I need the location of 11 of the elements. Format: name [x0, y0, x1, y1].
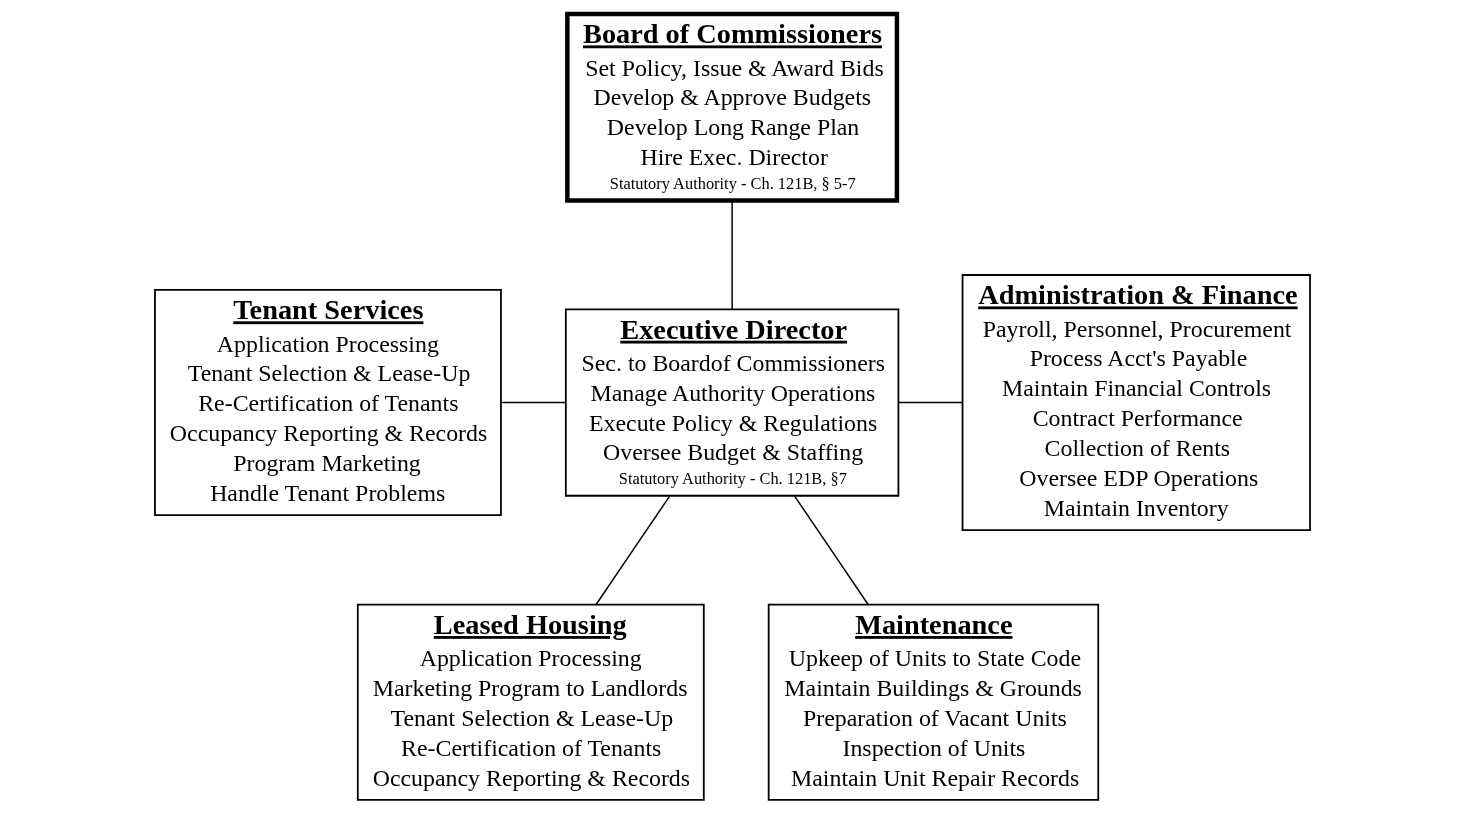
connector [595, 495, 671, 605]
connector [793, 495, 869, 605]
node-box: Board of Commissioners Set Policy, Issue & Award Bids Develop & Approve Budgets Develop Long Range Plan Hire Exec. Director Statutory Authority - Ch. 121B, § 5-7 [564, 11, 899, 203]
node-box: Tenant Services Application Processing Tenant Selection & Lease-Up Re-Certification of Tenants Occupancy Reporting & Records Program Marketing Handle Tenant Problems [153, 289, 502, 516]
node-box: Executive Director Sec. to Boardof Commissioners Manage Authority Operations Execute Policy & Regulations Oversee Budget & Staffing Statutory Authority - Ch. 121B, §7 [564, 308, 899, 497]
node-box: Maintenance Upkeep of Units to State Code Maintain Buildings & Grounds Preparation of Vacant Units Inspection of Units Maintain Unit Repair Records [767, 603, 1099, 801]
connector [897, 401, 963, 404]
connector [730, 200, 733, 310]
connector [500, 401, 566, 404]
node-box: Administration & Finance Payroll, Personnel, Procurement Process Acct's Payable Maintain Financial Controls Contract Performance Collection of Rents Oversee EDP Operations Maintain Inventory [961, 274, 1311, 531]
node-box: Leased Housing Application Processing Marketing Program to Landlords Tenant Selection & Lease-Up Re-Certification of Tenants Occupancy Reporting & Records [356, 603, 705, 801]
